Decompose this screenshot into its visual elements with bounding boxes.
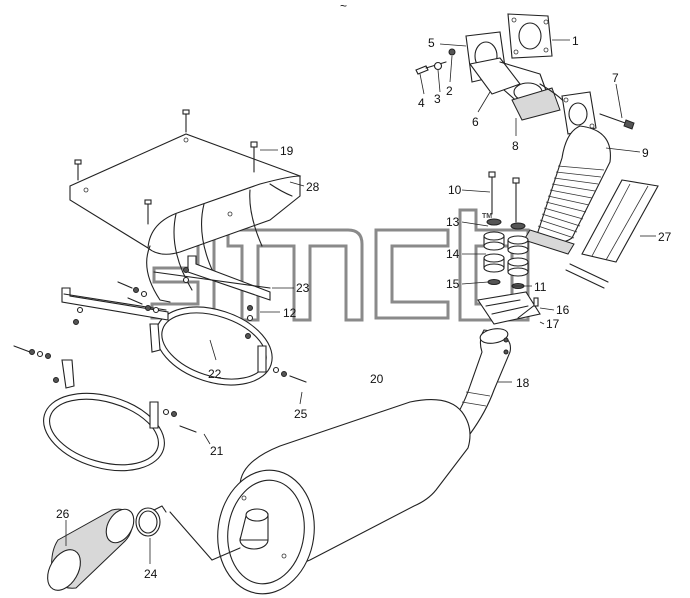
flange-bolts (415, 48, 456, 75)
callout-13: 13 (446, 215, 460, 229)
muffler-strap-rear (43, 359, 165, 472)
top-mark: ~ (340, 0, 347, 13)
callout-8: 8 (512, 139, 519, 153)
callout-24: 24 (144, 567, 158, 581)
callout-20: 20 (370, 372, 384, 386)
watermark-text: amcb (0, 0, 3, 1)
callout-21: 21 (210, 444, 224, 458)
callout-7: 7 (612, 71, 619, 85)
callout-14: 14 (446, 247, 460, 261)
leader-lines (65, 39, 656, 564)
shield-brackets (61, 255, 271, 321)
callout-11: 11 (534, 280, 547, 294)
callout-6: 6 (472, 115, 479, 129)
callout-5: 5 (428, 36, 435, 50)
flange-gasket (507, 13, 553, 59)
rubber-mounts (477, 218, 609, 325)
heat-shield-strip (581, 179, 659, 263)
muffler-strap-front (149, 306, 273, 386)
callout-10: 10 (448, 183, 462, 197)
watermark-tm: TM (482, 213, 492, 220)
mounting-bolts (74, 109, 520, 225)
muffler (217, 399, 471, 595)
callout-26: 26 (56, 507, 70, 521)
callout-18: 18 (516, 376, 530, 390)
callout-3: 3 (434, 92, 441, 106)
hardware-nuts-washers (13, 267, 307, 433)
callout-9: 9 (642, 146, 649, 160)
flexible-pipe (523, 125, 611, 255)
callout-labels: 1 2 3 4 5 6 7 8 9 10 11 12 13 14 15 16 1… (56, 34, 672, 581)
callout-2: 2 (446, 84, 453, 98)
callout-27: 27 (658, 230, 672, 244)
callout-12: 12 (283, 306, 297, 320)
callout-17: 17 (546, 317, 560, 331)
tailpipe-clamp (135, 505, 241, 561)
callout-28: 28 (306, 180, 320, 194)
callout-4: 4 (418, 96, 425, 110)
callout-23: 23 (296, 281, 310, 295)
callout-19: 19 (280, 144, 294, 158)
exhaust-flange-assembly (465, 31, 597, 135)
callout-1: 1 (572, 34, 579, 48)
callout-22: 22 (208, 367, 222, 381)
bolt-7 (599, 113, 635, 130)
callout-25: 25 (294, 407, 308, 421)
callout-15: 15 (446, 277, 460, 291)
tailpipe (47, 508, 135, 591)
callout-16: 16 (556, 303, 570, 317)
